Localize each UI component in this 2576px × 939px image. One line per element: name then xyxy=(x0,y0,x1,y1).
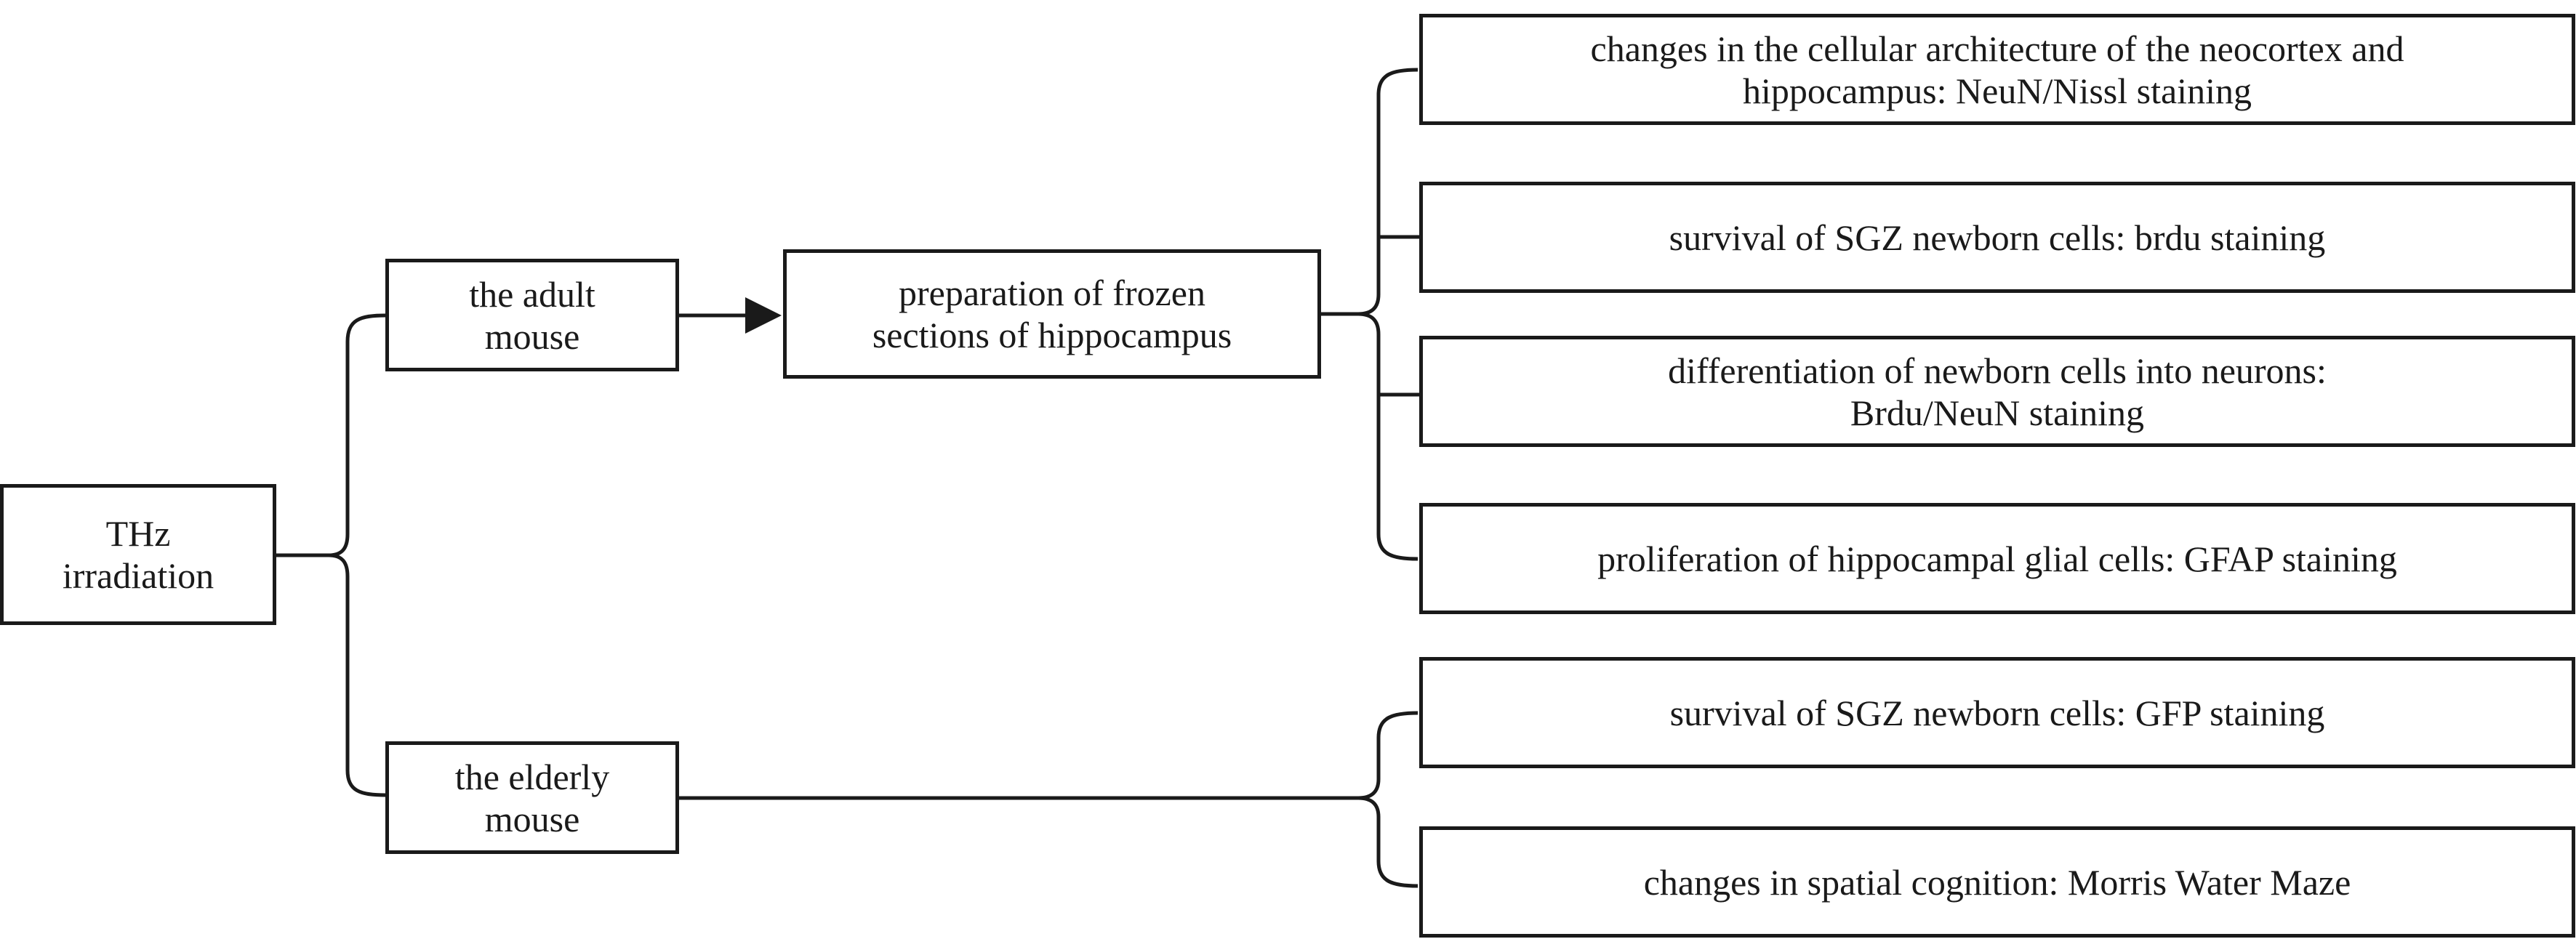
outcome-node-spatial-cognition: changes in spatial cognition: Morris Wat… xyxy=(1419,826,2575,938)
outcome-node-sgz-survival-gfp: survival of SGZ newborn cells: GFP stain… xyxy=(1419,657,2575,768)
preparation-label-line1: preparation of frozen xyxy=(899,273,1205,313)
elderly-label-line1: the elderly xyxy=(454,756,610,797)
outcome-3-line1: differentiation of newborn cells into ne… xyxy=(1668,350,2327,391)
root-node-thz-irradiation: THz irradiation xyxy=(0,484,276,625)
outcome-node-neuron-differentiation: differentiation of newborn cells into ne… xyxy=(1419,336,2575,447)
outcome-node-glial-proliferation: proliferation of hippocampal glial cells… xyxy=(1419,503,2575,614)
root-label-line2: irradiation xyxy=(62,555,214,596)
root-bracket xyxy=(326,313,386,797)
outcome-5-line1: survival of SGZ newborn cells: GFP stain… xyxy=(1669,692,2325,733)
outcome-node-neocortex-architecture: changes in the cellular architecture of … xyxy=(1419,14,2575,125)
outcome-6-line1: changes in spatial cognition: Morris Wat… xyxy=(1643,861,2351,903)
outcome-1-line2: hippocampus: NeuN/Nissl staining xyxy=(1743,70,2252,111)
adult-label-line1: the adult xyxy=(469,273,595,315)
branch-node-elderly-mouse: the elderly mouse xyxy=(385,741,679,854)
adult-label-line2: mouse xyxy=(484,315,580,357)
outcome-2-line1: survival of SGZ newborn cells: brdu stai… xyxy=(1669,217,2326,258)
preparation-node: preparation of frozen sections of hippoc… xyxy=(783,249,1321,379)
outcome-1-line1: changes in the cellular architecture of … xyxy=(1590,28,2404,69)
root-label-line1: THz xyxy=(105,513,171,554)
elderly-outcomes-bracket xyxy=(1356,711,1419,888)
branch-node-adult-mouse: the adult mouse xyxy=(385,259,679,371)
outcome-node-sgz-survival-brdu: survival of SGZ newborn cells: brdu stai… xyxy=(1419,182,2575,293)
preparation-label-line2: sections of hippocampus xyxy=(872,315,1232,355)
elderly-label-line2: mouse xyxy=(484,798,580,839)
outcome-3-line2: Brdu/NeuN staining xyxy=(1850,392,2145,433)
outcome-4-line1: proliferation of hippocampal glial cells… xyxy=(1597,538,2397,579)
adult-outcomes-bracket xyxy=(1356,68,1419,561)
